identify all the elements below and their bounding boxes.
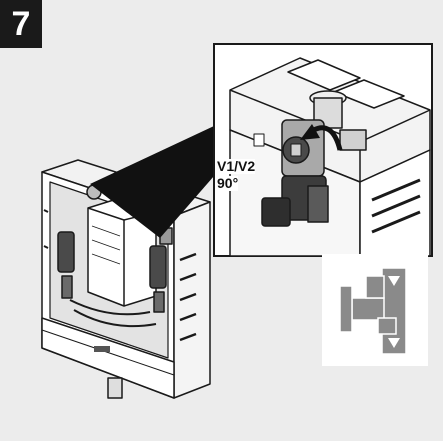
callout-connector — [90, 126, 214, 238]
valve-label: V1/V2 — [217, 158, 256, 174]
rotation-angle-label: 90° — [217, 175, 239, 191]
step-number-badge: 7 — [0, 0, 42, 48]
shut-off-valve-symbol-icon — [322, 254, 428, 366]
detail-view-icon — [213, 43, 433, 257]
main-unit-icon — [41, 159, 211, 399]
